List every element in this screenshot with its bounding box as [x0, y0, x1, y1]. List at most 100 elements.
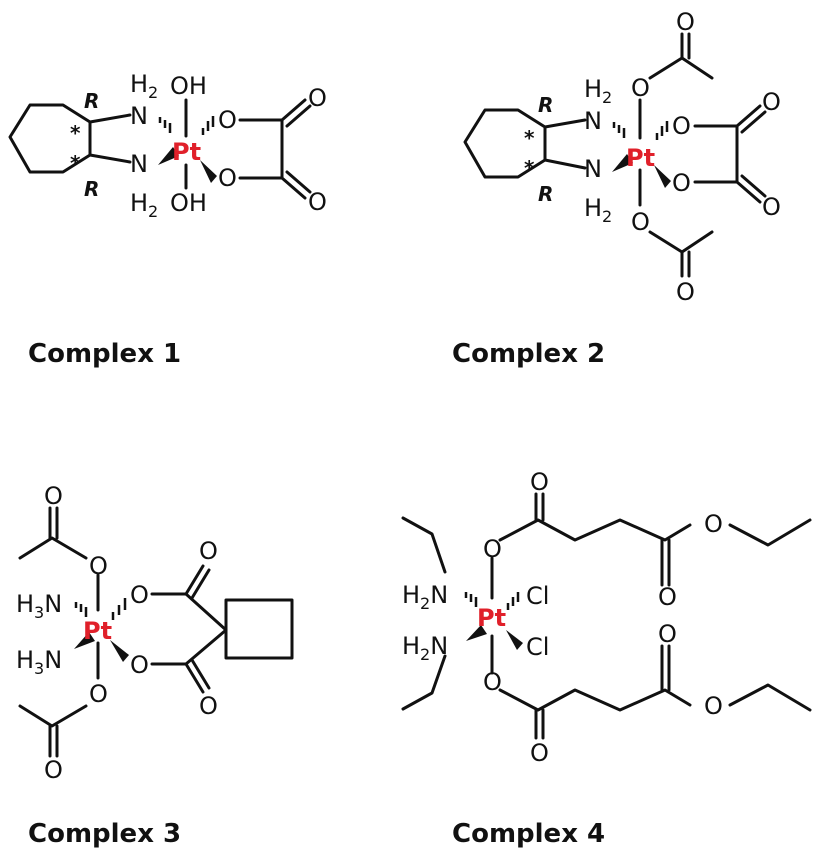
complex-2-wedge-bond-n-bottom — [612, 154, 633, 172]
complex-2-acetate-top-chain — [648, 56, 714, 80]
complex-1-nh2-top-h: H2 — [130, 70, 158, 102]
complex-2-structure — [463, 32, 767, 278]
complex-2-stereo-r-top: R — [538, 93, 553, 117]
complex-1-platinum: Pt — [172, 138, 201, 166]
complex-4-wedge-bond-n-bottom — [466, 625, 487, 641]
complex-3-carbonyl-bottom-a — [184, 662, 205, 694]
complex-2-c-n-bond-bottom — [543, 158, 587, 170]
complex-1-labels: R R * * H2 N N H2 OH OH Pt O O O O — [70, 70, 327, 221]
complex-2-carbonyl-o-top: O — [762, 88, 781, 116]
complex-4-labels: O O O O H2N H2N Pt Cl Cl O O O O — [402, 468, 723, 767]
complex-3-cyclobutane-ring — [224, 598, 294, 660]
complex-1-oxalate-o-bottom: O — [218, 164, 237, 192]
complex-3-acetate-top-chain — [18, 536, 88, 560]
complex-3-platinum: Pt — [83, 617, 112, 645]
complex-3-labels: O O H3N H3N Pt O O O O O O — [16, 482, 218, 784]
complex-1-stereocenter-top: * — [70, 121, 81, 145]
complex-2-acetate-bottom-carbonyl-o: O — [676, 278, 695, 306]
complex-1-carbonyl-bottom-b — [285, 170, 312, 194]
complex-4-chloride-bottom: Cl — [526, 633, 549, 661]
complex-4-caption: Complex 4 — [452, 819, 605, 849]
complex-2-wedge-bond-o-bottom — [654, 165, 671, 188]
complex-4-ester-top-chain — [498, 518, 692, 542]
complex-4-ester-bottom-ethoxy-o: O — [704, 692, 723, 720]
complex-2-acetate-top-o: O — [631, 74, 650, 102]
complex-2-caption: Complex 2 — [452, 339, 605, 369]
complex-4-ethyl-bottom — [401, 654, 447, 711]
complex-4-ester-bottom-carbonyl-2-o: O — [658, 620, 677, 648]
complex-3-carbonyl-top-b — [190, 568, 211, 600]
complex-1-caption: Complex 1 — [28, 339, 181, 369]
complex-1-wedge-bond-n-bottom — [158, 147, 179, 165]
complex-1-nh2-bottom-h: H2 — [130, 189, 158, 221]
complex-2-stereocenter-bottom: * — [524, 156, 535, 180]
complex-2-oxalate-o-top: O — [672, 112, 691, 140]
complex-4-ethyl-top — [401, 516, 447, 574]
complex-3-hashed-bond-n-top — [74, 602, 88, 617]
complex-2-acetate-bottom-o: O — [631, 208, 650, 236]
complex-3-acetate-top-carbonyl-o: O — [44, 482, 63, 510]
complex-3-nh3-bottom: H3N — [16, 646, 62, 678]
complex-4-nh2-top: H2N — [402, 581, 448, 613]
complex-2-carbonyl-o-bottom: O — [762, 193, 781, 221]
complex-2-carbonyl-top-a — [735, 104, 762, 128]
complex-3-carbonyl-o-top: O — [199, 537, 218, 565]
complex-3-dicarboxylate-bonds — [150, 592, 228, 666]
complex-1-stereocenter-bottom: * — [70, 151, 81, 175]
complex-1-hydroxo-bottom: OH — [170, 189, 207, 217]
complex-2-carbonyl-top-b — [740, 110, 767, 134]
complex-1-hashed-bond-n-top — [158, 117, 172, 133]
complex-2-hashed-bond-o-top — [655, 121, 669, 140]
complex-1-c-n-bond-bottom — [88, 153, 132, 164]
complex-1-carbonyl-o-top: O — [308, 84, 327, 112]
complex-2-acetate-top-carbonyl-o: O — [676, 8, 695, 36]
complex-1-cyclohexane-ring — [8, 103, 92, 174]
complex-2-nh2-bottom-n: N — [584, 155, 602, 183]
complex-3-carbonyl-top-a — [184, 564, 205, 596]
complex-3-wedge-bond-o-bottom — [110, 640, 129, 662]
complex-4-nh2-bottom: H2N — [402, 632, 448, 664]
complex-3-carbonyl-bottom-b — [190, 658, 211, 690]
complex-3-caption: Complex 3 — [28, 819, 181, 849]
complex-4-ester-bottom-chain — [498, 688, 692, 712]
complex-4-ester-bottom-ethyl — [728, 683, 812, 712]
complex-2-carbonyl-bottom-b — [740, 174, 767, 198]
complex-3-acetate-bottom-chain — [18, 704, 88, 728]
complex-2-labels: R R * * H2 N N H2 O O O O Pt O O O O — [524, 8, 781, 306]
complex-1-carbonyl-top-b — [285, 104, 312, 128]
complex-3-carboxylate-o-bottom: O — [130, 651, 149, 679]
complex-4-structure — [401, 492, 812, 740]
complex-3-carboxylate-o-top: O — [130, 581, 149, 609]
complex-3-acetate-bottom-carbonyl-o: O — [44, 756, 63, 784]
complex-1-stereo-r-top: R — [84, 89, 99, 113]
complex-4-platinum: Pt — [477, 604, 506, 632]
complex-1-hashed-bond-o-top — [201, 116, 215, 135]
complex-3-wedge-bond-n-bottom — [74, 632, 95, 649]
complex-1-oxalate-bonds — [238, 118, 284, 180]
complex-2-stereocenter-top: * — [524, 126, 535, 150]
complex-4-ester-top-ethyl — [728, 518, 812, 547]
complex-2-oxalate-bonds — [693, 124, 739, 184]
complex-4-hashed-bond-cl-top — [506, 592, 520, 610]
complex-1-c-n-bond-top — [88, 113, 132, 124]
complex-1-stereo-r-bottom: R — [84, 177, 99, 201]
complex-1-carbonyl-bottom-a — [280, 176, 307, 200]
complex-2-hashed-bond-n-top — [612, 122, 626, 138]
complex-1-oxalate-o-top: O — [218, 106, 237, 134]
complex-2-nh2-top-n: N — [584, 107, 602, 135]
complex-1-carbonyl-top-a — [280, 98, 307, 122]
complex-1-hydroxo-top: OH — [170, 72, 207, 100]
complex-1-nh2-top-n: N — [130, 102, 148, 130]
complex-2-acetate-bottom-chain — [648, 230, 714, 254]
complex-4-ester-top-ethoxy-o: O — [704, 510, 723, 538]
complex-4-hashed-bond-n-top — [464, 592, 478, 607]
complex-4-ester-bottom-o: O — [483, 668, 502, 696]
complex-1-structure — [8, 98, 312, 200]
complex-1-nh2-bottom-n: N — [130, 150, 148, 178]
complex-4-ester-top-carbonyl-2-o: O — [658, 583, 677, 611]
complex-3-acetate-top-o: O — [89, 552, 108, 580]
complex-4-ester-bottom-carbonyl-o: O — [530, 739, 549, 767]
complex-1-carbonyl-o-bottom: O — [308, 188, 327, 216]
complex-3-nh3-top: H3N — [16, 590, 62, 622]
